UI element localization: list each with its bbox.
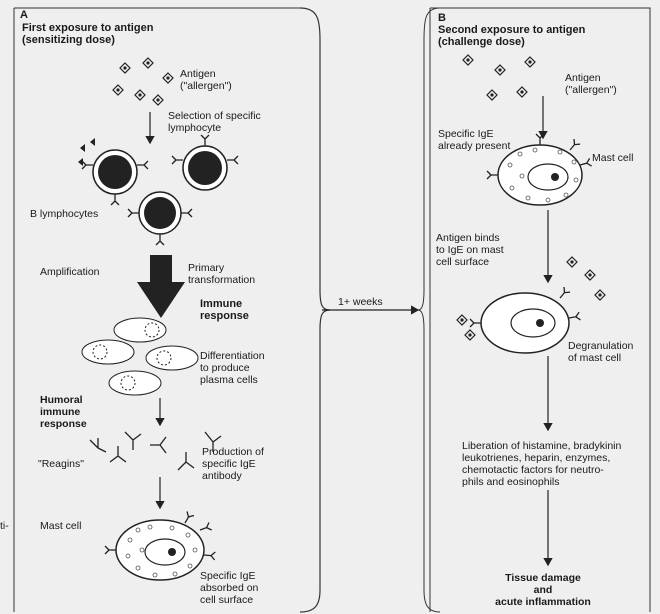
panel-a-frame xyxy=(13,7,300,612)
plasma-cell-1 xyxy=(113,317,167,343)
mast-cell-label-b: Mast cell xyxy=(592,152,634,164)
panel-a-letter: A xyxy=(20,9,28,21)
binds-label: Antigen binds to IgE on mast cell surfac… xyxy=(436,232,504,268)
mast-cell-a xyxy=(104,510,216,581)
panel-b-letter: B xyxy=(438,12,446,24)
amplification-label: Amplification xyxy=(40,266,100,278)
panel-b-title: Second exposure to antigen (challenge do… xyxy=(438,24,586,48)
mast-cell-b1 xyxy=(486,133,593,206)
antigen-cluster-b xyxy=(462,54,536,101)
outcome-label: Tissue damage and acute inflammation xyxy=(495,572,591,608)
antigen-label-b: Antigen ("allergen") xyxy=(565,72,617,96)
mast-cell-b2 xyxy=(456,256,606,354)
margin-fragment: ti- xyxy=(0,520,9,532)
panel-b-frame xyxy=(429,7,651,612)
liberation-label: Liberation of histamine, bradykinin leuk… xyxy=(462,440,622,488)
interval-label: 1+ weeks xyxy=(338,296,383,308)
selection-label: Selection of specific lymphocyte xyxy=(168,110,261,134)
brace-right xyxy=(417,7,441,613)
differentiation-label: Differentiation to produce plasma cells xyxy=(200,350,265,386)
lymphocyte-3 xyxy=(127,191,193,246)
small-antigens-a xyxy=(78,138,95,166)
reagins xyxy=(89,431,222,471)
primary-transformation-label: Primary transformation xyxy=(188,262,256,286)
amplification-arrow xyxy=(137,255,185,318)
antigen-label-a: Antigen ("allergen") xyxy=(180,68,232,92)
panel-a-title: First exposure to antigen (sensitizing d… xyxy=(22,22,154,46)
plasma-cell-3 xyxy=(145,345,199,371)
immune-response-label: Immune response xyxy=(200,298,249,322)
antigen-cluster-a xyxy=(112,57,174,106)
degranulation-label: Degranulation of mast cell xyxy=(568,340,634,364)
lymphocyte-1 xyxy=(81,149,149,206)
plasma-cell-4 xyxy=(108,370,162,396)
reagins-label: "Reagins" xyxy=(38,458,84,470)
lymphocyte-2 xyxy=(171,134,239,191)
ige-present-label: Specific IgE already present xyxy=(438,128,511,152)
production-label: Production of specific IgE antibody xyxy=(202,446,264,482)
plasma-cell-2 xyxy=(81,339,135,365)
absorbed-label: Specific IgE absorbed on cell surface xyxy=(200,570,259,606)
mast-cell-label-a: Mast cell xyxy=(40,520,82,532)
humoral-label: Humoral immune response xyxy=(40,394,87,430)
b-lymphocytes-label: B lymphocytes xyxy=(30,208,99,220)
